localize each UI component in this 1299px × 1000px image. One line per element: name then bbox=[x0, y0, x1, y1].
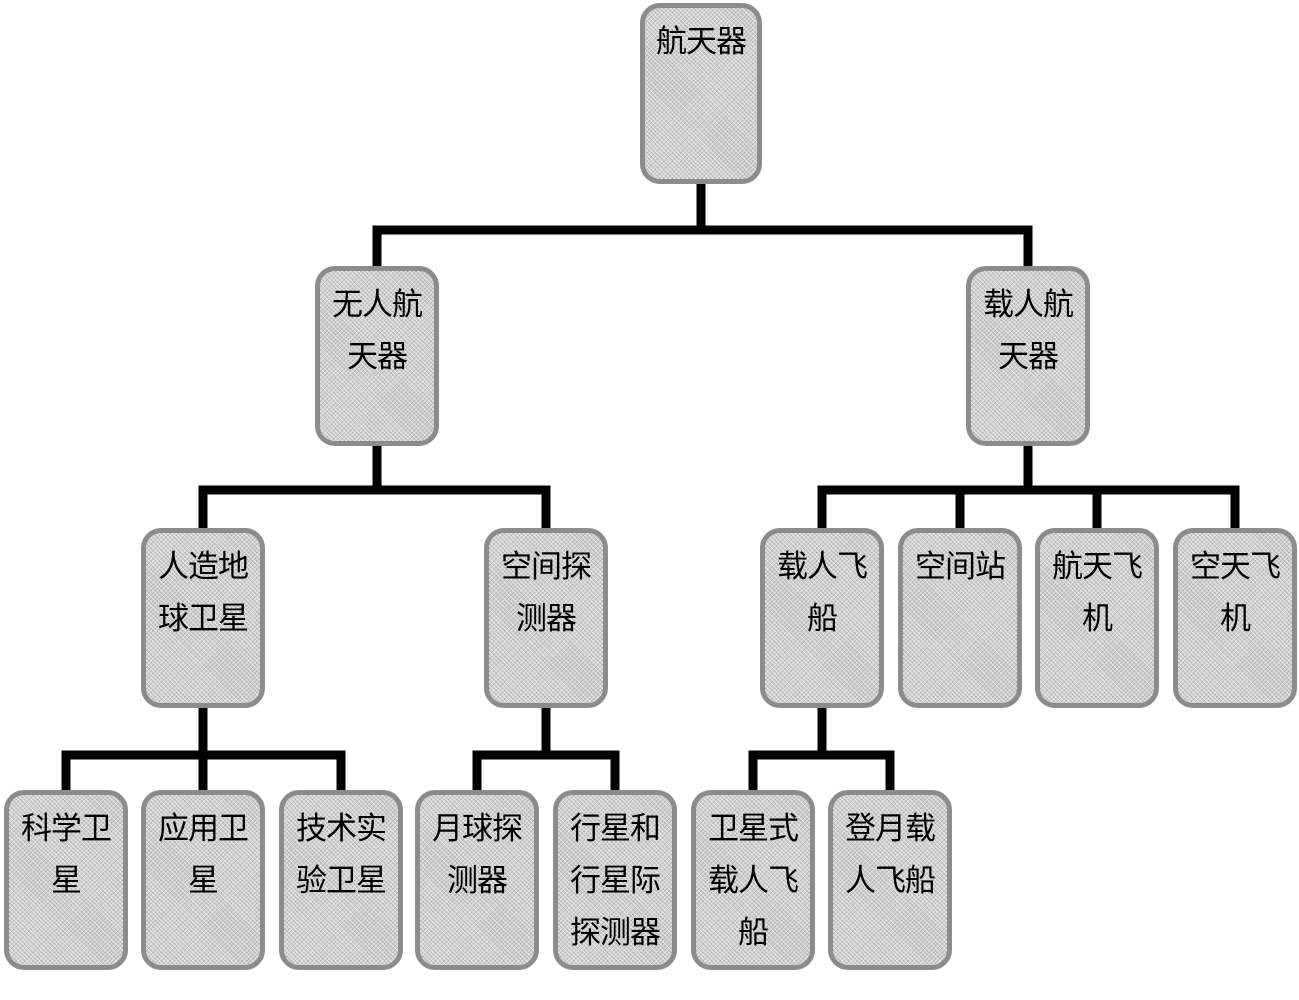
node-planetary-probe-label: 行星和 行星际 探测器 bbox=[570, 811, 661, 951]
node-space-station-label: 空间站 bbox=[915, 549, 1006, 585]
node-space-probe: 空间探 测器 bbox=[484, 528, 608, 708]
node-tech-sat: 技术实 验卫星 bbox=[279, 790, 403, 970]
node-lunar-probe-label: 月球探 测器 bbox=[432, 811, 523, 899]
node-manned: 载人航 天器 bbox=[966, 266, 1090, 446]
node-manned-ship: 载人飞 船 bbox=[760, 528, 884, 708]
node-orbital-ship: 卫星式 载人飞 船 bbox=[691, 790, 815, 970]
node-root: 航天器 bbox=[640, 3, 762, 184]
node-science-sat: 科学卫 星 bbox=[4, 790, 128, 970]
node-aerospace-plane-label: 空天飞 机 bbox=[1190, 549, 1281, 637]
node-application-sat-label: 应用卫 星 bbox=[158, 811, 249, 899]
node-manned-label: 载人航 天器 bbox=[983, 287, 1074, 375]
node-lunar-probe: 月球探 测器 bbox=[415, 790, 539, 970]
node-space-probe-label: 空间探 测器 bbox=[501, 549, 592, 637]
node-space-shuttle: 航天飞 机 bbox=[1035, 528, 1159, 708]
node-unmanned-label: 无人航 天器 bbox=[332, 287, 423, 375]
node-application-sat: 应用卫 星 bbox=[141, 790, 265, 970]
node-manned-ship-label: 载人飞 船 bbox=[777, 549, 868, 637]
node-aerospace-plane: 空天飞 机 bbox=[1173, 528, 1297, 708]
node-root-label: 航天器 bbox=[656, 24, 747, 60]
node-space-shuttle-label: 航天飞 机 bbox=[1052, 549, 1143, 637]
node-unmanned: 无人航 天器 bbox=[315, 266, 439, 446]
node-satellite: 人造地 球卫星 bbox=[141, 528, 265, 708]
node-science-sat-label: 科学卫 星 bbox=[21, 811, 112, 899]
node-planetary-probe: 行星和 行星际 探测器 bbox=[553, 790, 677, 970]
node-tech-sat-label: 技术实 验卫星 bbox=[296, 811, 387, 899]
node-lunar-ship-label: 登月载 人飞船 bbox=[845, 811, 936, 899]
node-satellite-label: 人造地 球卫星 bbox=[158, 549, 249, 637]
node-lunar-ship: 登月载 人飞船 bbox=[828, 790, 952, 970]
node-orbital-ship-label: 卫星式 载人飞 船 bbox=[708, 811, 799, 951]
node-space-station: 空间站 bbox=[898, 528, 1022, 708]
